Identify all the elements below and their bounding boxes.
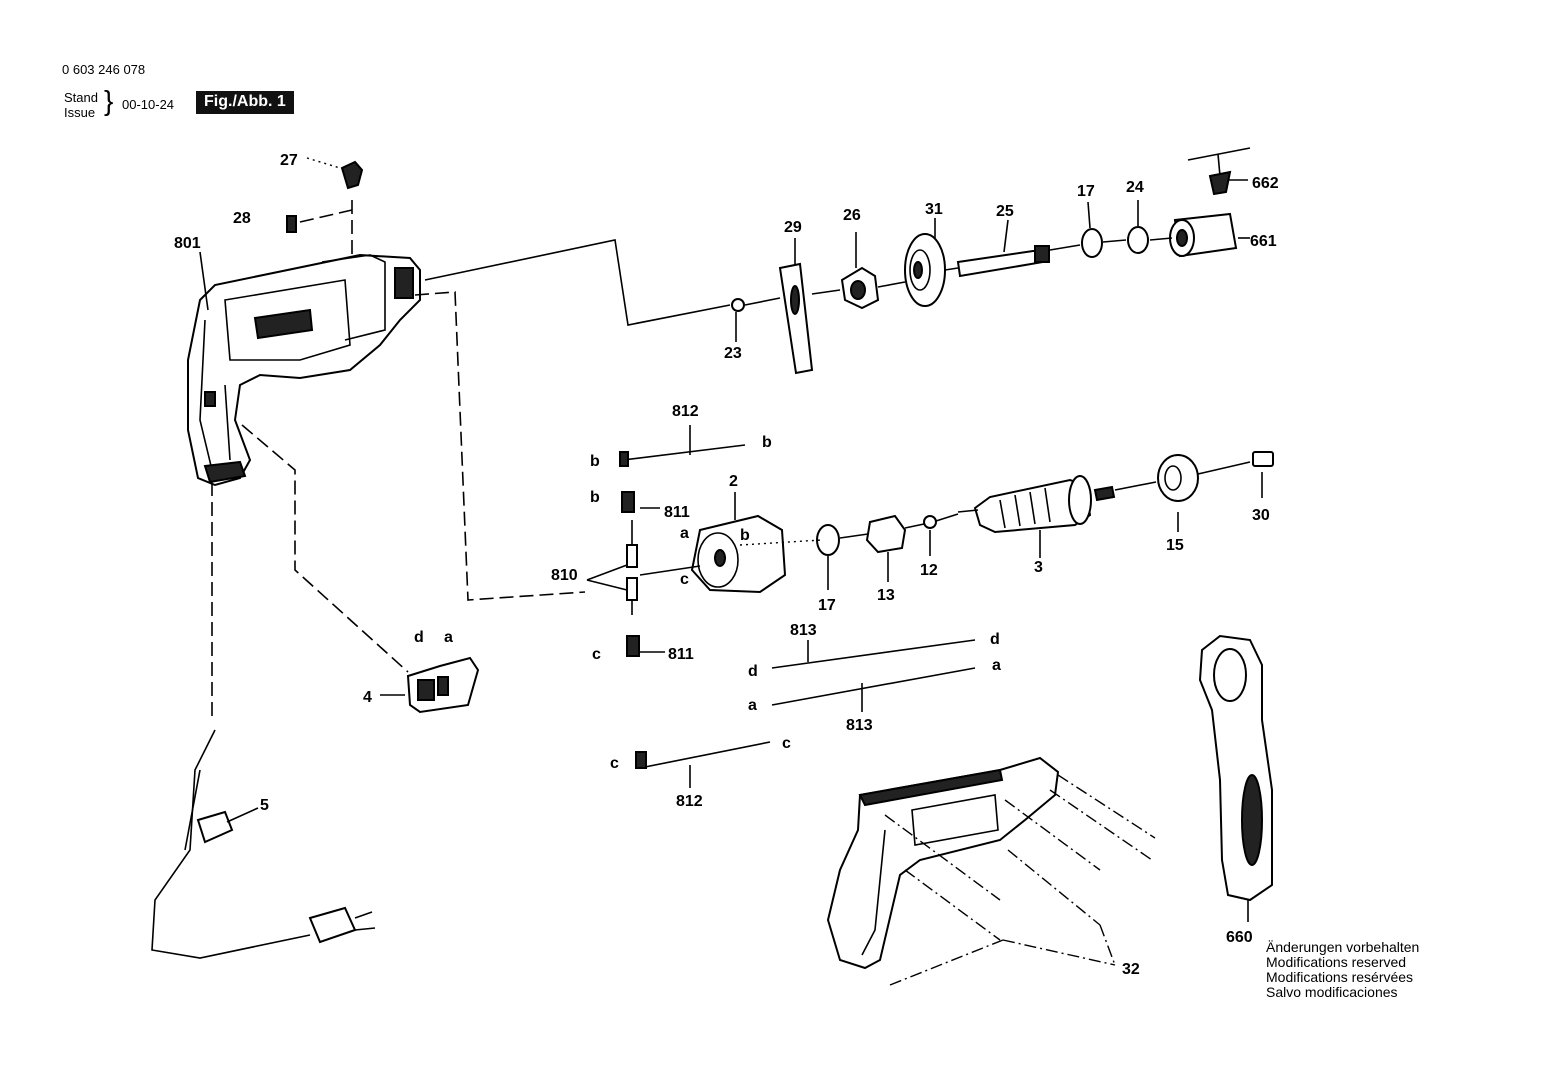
part-5-cord-drawing xyxy=(151,729,376,959)
note-line-fr: Modifications resérvées xyxy=(1266,969,1414,985)
part-31-drawing xyxy=(904,233,946,307)
callout-24: 24 xyxy=(1126,179,1144,196)
part-23-drawing xyxy=(731,298,745,312)
callout-810: 810 xyxy=(551,567,578,584)
callout-28: 28 xyxy=(233,210,251,227)
wire-letter-b: b xyxy=(590,453,600,470)
issue-label: Issue xyxy=(64,105,96,120)
part-662-drawing xyxy=(1187,147,1251,196)
note-line-de: Änderungen vorbehalten xyxy=(1266,939,1420,955)
stand-label: Stand xyxy=(64,90,98,105)
part-661-drawing xyxy=(1169,212,1238,258)
part-15-drawing xyxy=(1157,454,1199,502)
part-30-drawing xyxy=(1252,451,1274,467)
note-line-es: Salvo modificaciones xyxy=(1266,984,1398,1000)
figure-label: Fig./Abb. 1 xyxy=(196,91,294,114)
callout-31: 31 xyxy=(925,201,943,218)
wire-letter-a: a xyxy=(748,697,757,714)
part-29-drawing xyxy=(778,262,814,375)
note-line-en: Modifications reserved xyxy=(1266,954,1407,970)
drill-housing-drawing xyxy=(187,253,421,487)
part-813-upper-wire xyxy=(771,639,976,669)
callout-30: 30 xyxy=(1252,507,1270,524)
modifications-notice: Änderungen vorbehalten Modifications res… xyxy=(1266,940,1419,1000)
wire-letter-a: a xyxy=(444,629,453,646)
callout-17b: 17 xyxy=(818,597,836,614)
callout-3: 3 xyxy=(1034,559,1043,576)
part-811-lower-drawing xyxy=(626,635,640,657)
callout-4: 4 xyxy=(363,689,372,706)
part-4-switch-drawing xyxy=(406,656,480,714)
wire-letter-c: c xyxy=(680,571,689,588)
wire-letter-d: d xyxy=(990,631,1000,648)
callout-812a: 812 xyxy=(672,403,699,420)
document-part-number: 0 603 246 078 xyxy=(62,62,146,77)
callout-29: 29 xyxy=(784,219,802,236)
part-24-drawing xyxy=(1127,226,1149,254)
callout-26: 26 xyxy=(843,207,861,224)
housing-half-drawing xyxy=(826,756,1060,970)
wire-letter-c: c xyxy=(610,755,619,772)
wire-letter-b: b xyxy=(762,434,772,451)
callout-27: 27 xyxy=(280,152,298,169)
wire-letter-c: c xyxy=(782,735,791,752)
part-810-lower-drawing xyxy=(626,577,638,601)
part-3-armature-drawing xyxy=(957,475,1116,534)
part-813-lower-wire xyxy=(771,667,976,706)
callout-2: 2 xyxy=(729,473,738,490)
brace-glyph: } xyxy=(104,85,114,116)
part-28-drawing xyxy=(286,215,297,233)
callout-660: 660 xyxy=(1226,929,1253,946)
part-17b-drawing xyxy=(816,524,840,556)
callout-801: 801 xyxy=(174,235,201,252)
callout-811b: 811 xyxy=(668,646,694,663)
callout-25: 25 xyxy=(996,203,1014,220)
callout-661: 661 xyxy=(1250,233,1277,250)
callout-812b: 812 xyxy=(676,793,703,810)
callout-813a: 813 xyxy=(790,622,817,639)
callout-12: 12 xyxy=(920,562,938,579)
part-17a-drawing xyxy=(1081,228,1103,258)
callout-5: 5 xyxy=(260,797,269,814)
part-811-upper-drawing xyxy=(621,491,635,513)
callout-17a: 17 xyxy=(1077,183,1095,200)
part-25-drawing xyxy=(956,245,1050,278)
callout-13: 13 xyxy=(877,587,895,604)
stand-issue-label: Stand Issue xyxy=(64,90,98,120)
connection-lines xyxy=(199,157,1263,986)
part-812-upper-wire xyxy=(622,444,746,461)
callout-811a: 811 xyxy=(664,504,690,521)
callout-23: 23 xyxy=(724,345,742,362)
part-12-drawing xyxy=(923,515,937,529)
part-26-drawing xyxy=(840,266,880,310)
wire-letter-c: c xyxy=(592,646,601,663)
part-13-drawing xyxy=(865,514,907,554)
part-2-drawing xyxy=(690,514,787,594)
wire-letter-a: a xyxy=(992,657,1001,674)
part-660-handle-drawing xyxy=(1198,634,1273,902)
wire-letter-d: d xyxy=(414,629,424,646)
part-27-drawing xyxy=(340,160,364,190)
callout-813b: 813 xyxy=(846,717,873,734)
callout-662: 662 xyxy=(1252,175,1279,192)
wire-letter-b: b xyxy=(740,527,750,544)
callout-32: 32 xyxy=(1122,961,1140,978)
wire-letter-d: d xyxy=(748,663,758,680)
callout-15: 15 xyxy=(1166,537,1184,554)
part-810-upper-drawing xyxy=(626,544,638,568)
revision-date: 00-10-24 xyxy=(122,97,175,112)
part-812-lower-wire xyxy=(639,741,771,769)
wire-letter-b: b xyxy=(590,489,600,506)
wire-letter-a: a xyxy=(680,525,689,542)
